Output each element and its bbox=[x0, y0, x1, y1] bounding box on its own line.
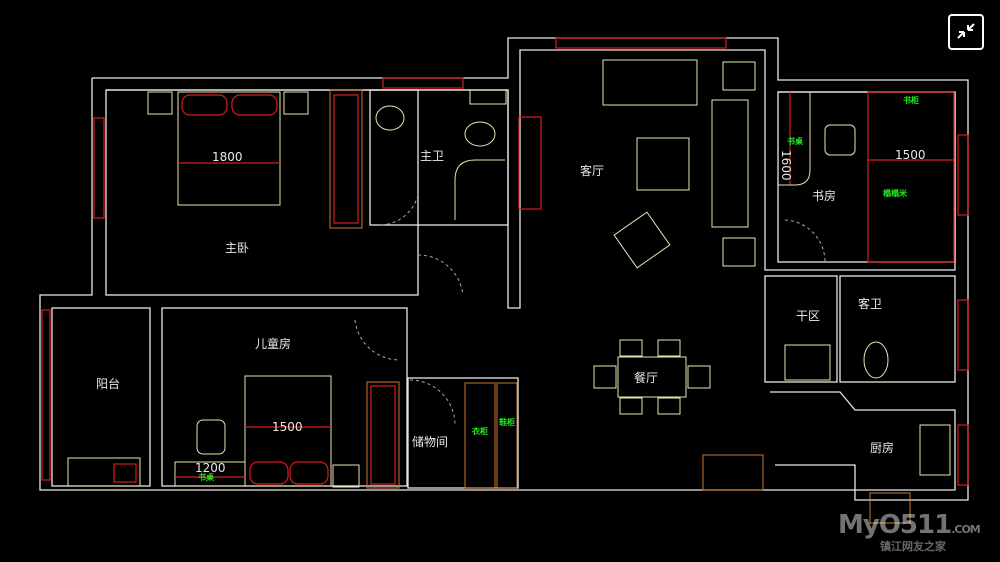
collapse-icon bbox=[957, 23, 975, 39]
room-storage: 储物间 bbox=[412, 434, 448, 449]
label-bookcase: 书柜 bbox=[903, 95, 919, 105]
room-study: 书房 bbox=[812, 188, 836, 203]
walls bbox=[39, 37, 969, 501]
label-kids-desk: 书桌 bbox=[198, 472, 215, 482]
dim-study-desk: 1600 bbox=[779, 150, 793, 181]
room-guest-bath: 客卫 bbox=[858, 296, 882, 311]
label-tatami: 榻榻米 bbox=[883, 188, 908, 198]
room-living: 客厅 bbox=[580, 163, 604, 178]
exit-fullscreen-button[interactable] bbox=[948, 14, 984, 50]
room-dry-area: 干区 bbox=[796, 309, 820, 323]
dimensions: 1800 1500 1600 1500 1200 bbox=[195, 148, 926, 475]
room-master-bath: 主卫 bbox=[420, 149, 444, 163]
furniture-labels: 书柜 书桌 榻榻米 书桌 衣柜 鞋柜 bbox=[198, 95, 919, 482]
room-labels: 主卧 主卫 客厅 书房 干区 客卫 阳台 儿童房 储物间 餐厅 厨房 bbox=[96, 149, 894, 455]
door-swings bbox=[354, 194, 826, 426]
watermark-domain: .COM bbox=[951, 523, 981, 536]
watermark-subtitle: 镇江网友之家 bbox=[880, 540, 946, 553]
dim-kids-bed: 1500 bbox=[272, 420, 303, 434]
label-shoe-cabinet: 鞋柜 bbox=[499, 417, 515, 427]
room-dining: 餐厅 bbox=[634, 370, 658, 385]
furniture bbox=[67, 59, 955, 524]
room-master-bedroom: 主卧 bbox=[225, 241, 249, 255]
room-balcony: 阳台 bbox=[96, 376, 120, 391]
dim-kids-desk: 1200 bbox=[195, 461, 226, 475]
dim-tatami: 1500 bbox=[895, 148, 926, 162]
room-kids: 儿童房 bbox=[255, 336, 291, 351]
room-kitchen: 厨房 bbox=[870, 440, 894, 455]
label-wardrobe: 衣柜 bbox=[472, 426, 488, 436]
watermark-brand: MyO511 bbox=[838, 510, 952, 540]
label-study-desk: 书桌 bbox=[787, 136, 804, 146]
dim-master-bed: 1800 bbox=[212, 150, 243, 164]
watermark-logo: MyO511.COM bbox=[838, 510, 981, 540]
